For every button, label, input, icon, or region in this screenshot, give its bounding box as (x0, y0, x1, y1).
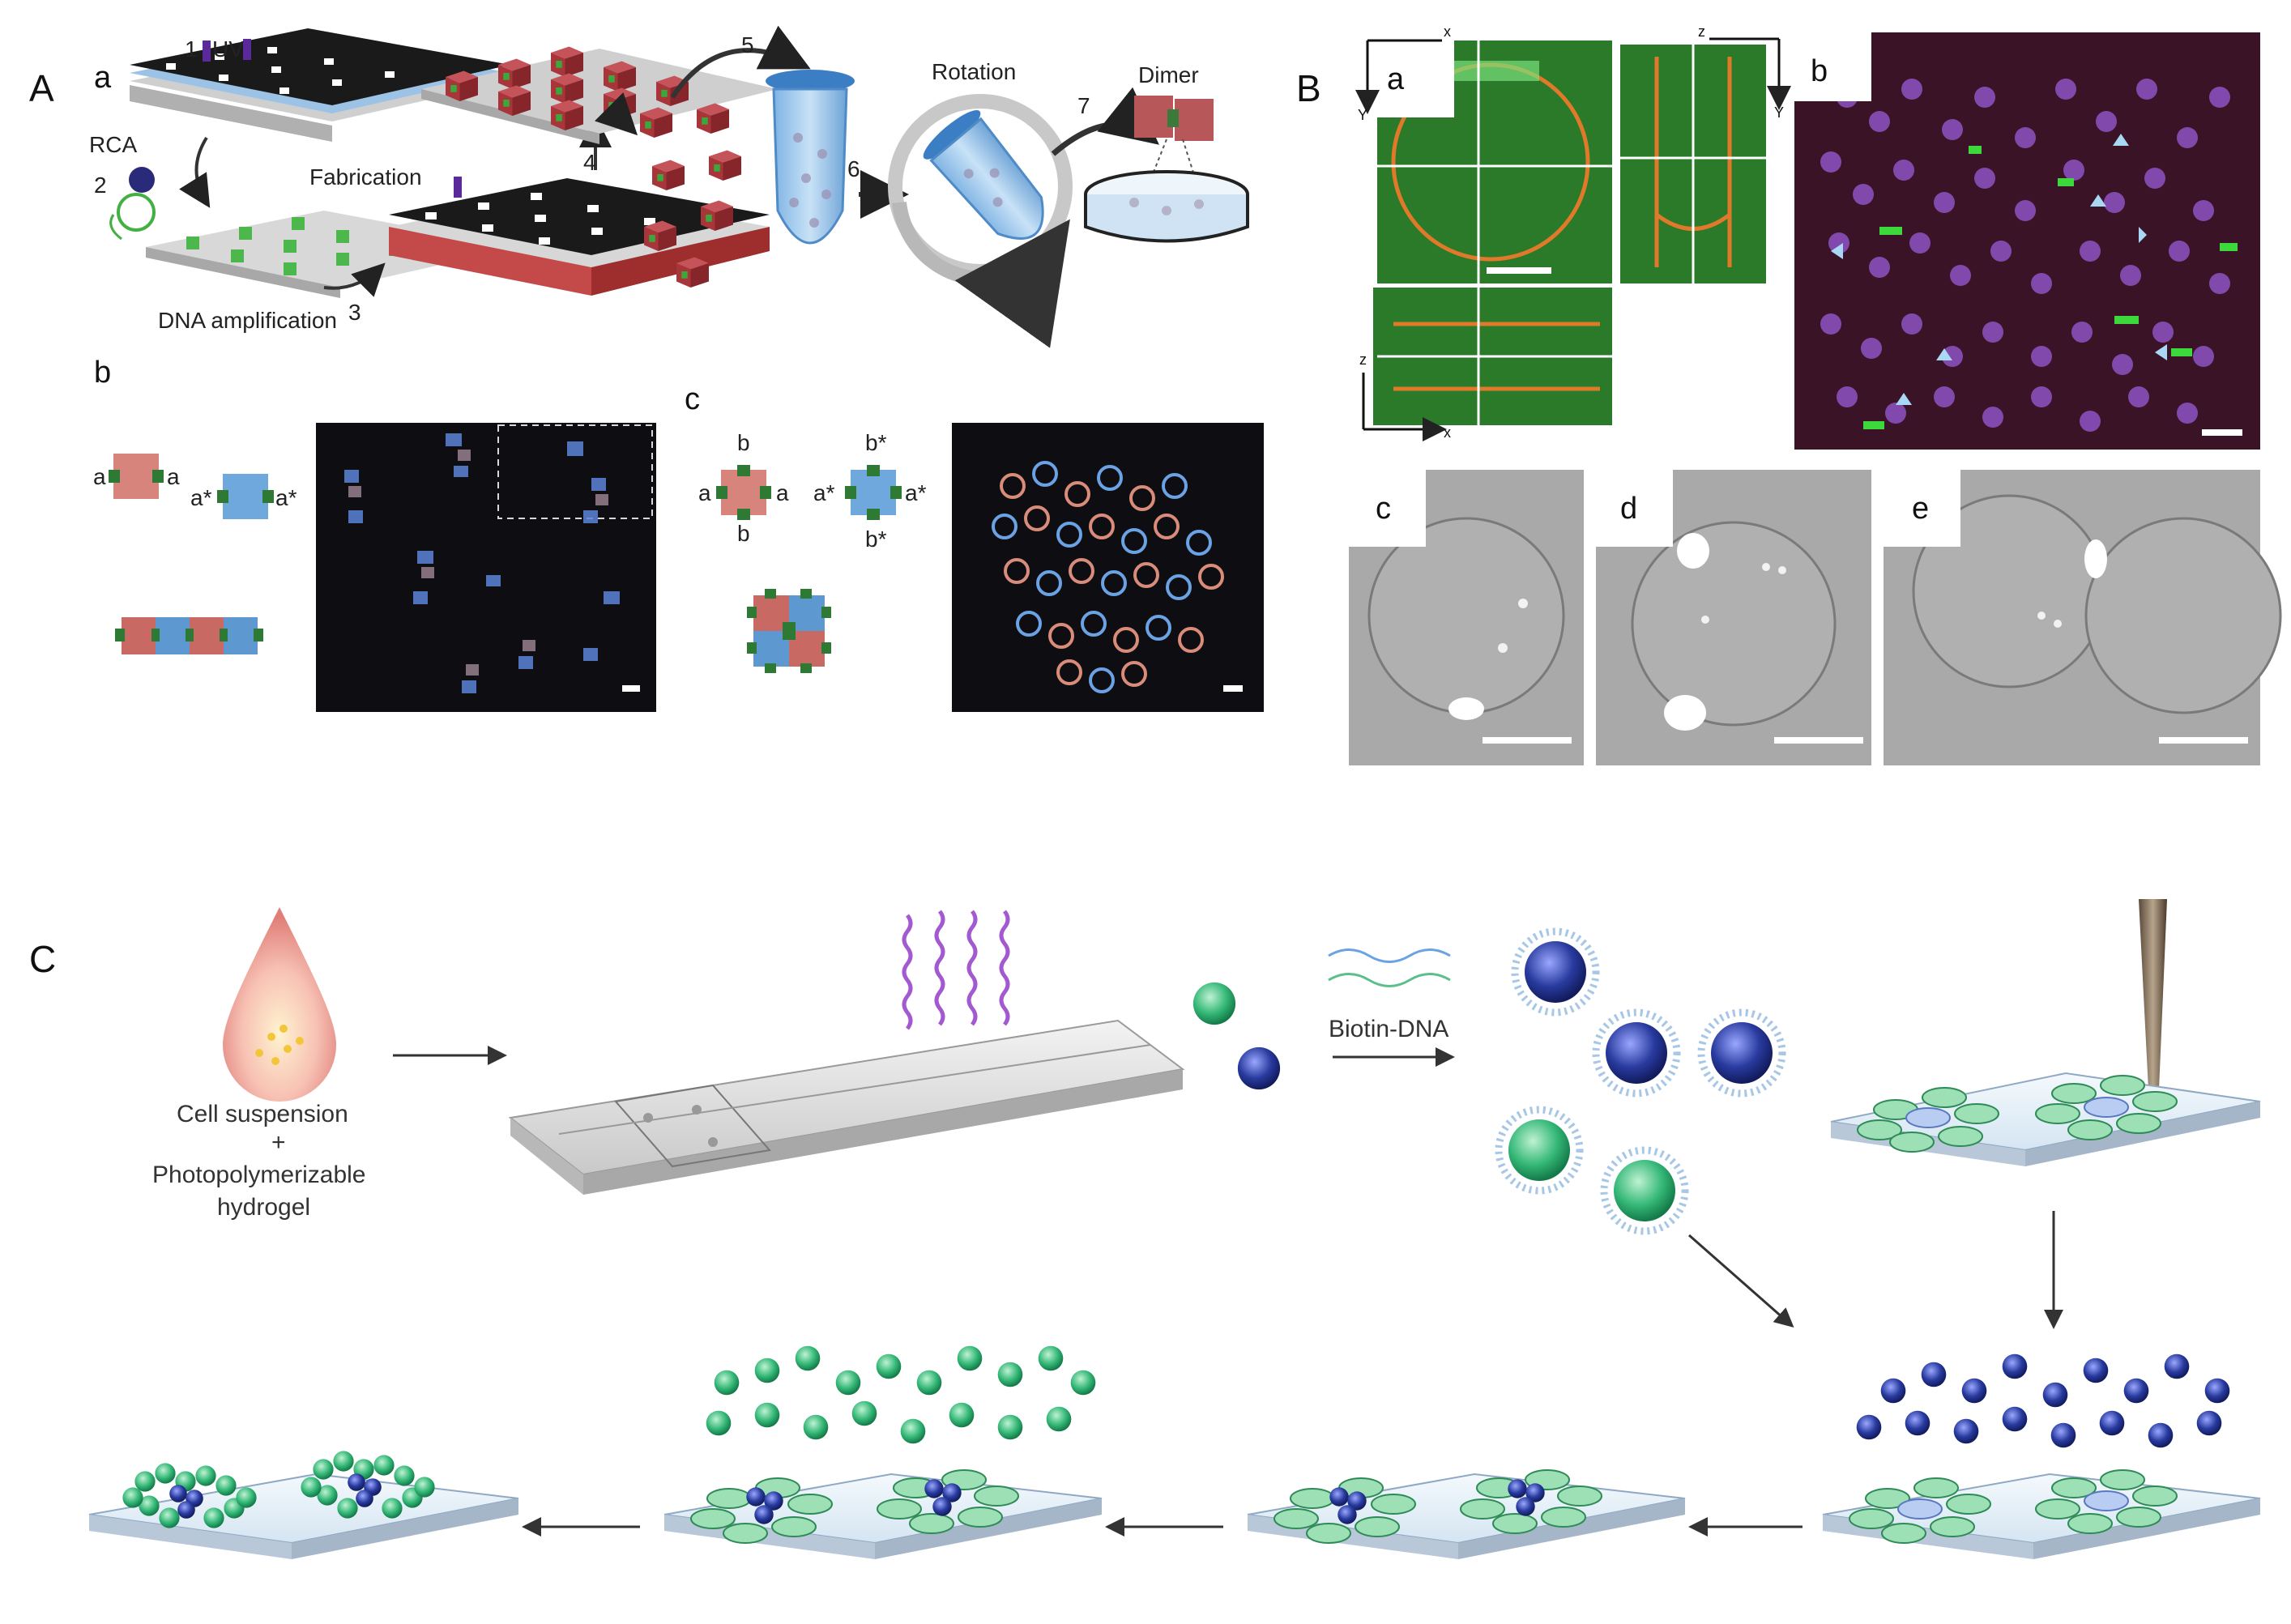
uv-exposure-mold: 1 UV (130, 28, 510, 142)
panel-b-sub-a-label: a (1387, 62, 1405, 96)
panel-b-sub-e-label: e (1912, 492, 1929, 526)
orthogonal-view-panel: a x Y z Y z x (1358, 23, 1784, 441)
panel-a-sub-c-label: c (685, 382, 700, 416)
step-5-arrow (670, 25, 811, 99)
step-6-label: 6 (847, 156, 860, 181)
uv-lamp-icon (203, 39, 251, 62)
panel-b-sub-c-label: c (1376, 492, 1391, 526)
uv-label: UV (212, 36, 244, 62)
brightfield-e: e (1884, 470, 2282, 765)
axis-y-label-right: Y (1774, 104, 1784, 121)
pattern-with-green-cells (663, 1345, 1103, 1559)
tube-icon (766, 70, 855, 245)
brightfield-d: d (1596, 470, 1871, 765)
c-b-top-label: b (737, 430, 750, 455)
printing-needle-slide (1830, 899, 2261, 1166)
dimer-icon (1134, 96, 1214, 191)
c-astar-right-label: a* (905, 480, 927, 505)
panel-b-label: B (1296, 67, 1321, 109)
photopolymerizable-label: Photopolymerizable (152, 1162, 365, 1188)
step-3-label: 3 (348, 300, 361, 325)
gel-filled-mold (389, 177, 770, 296)
a-cube-diagram: a a (93, 454, 180, 499)
petri-dish-icon (1084, 170, 1249, 243)
hydrogel-label: hydrogel (217, 1194, 310, 1221)
arrow-to-pattern (1688, 1234, 1794, 1328)
panel-b-sub-d-label: d (1620, 492, 1637, 526)
b-a-left-label: a (93, 464, 106, 489)
micrograph-a-b (316, 423, 656, 712)
brightfield-c: c (1349, 470, 1584, 765)
blue-cell-icon (1237, 1046, 1281, 1090)
panel-a-sub-a-label: a (94, 61, 112, 95)
abstar-cube-diagram: b* b* a* a* (813, 430, 927, 552)
rca-polymerase-icon: RCA 2 (89, 132, 156, 241)
panel-a-sub-b-label: b (94, 356, 111, 390)
dimer-label: Dimer (1138, 62, 1199, 87)
c-astar-left-label: a* (813, 480, 835, 505)
biotin-dna-label: Biotin-DNA (1329, 1016, 1448, 1042)
c-a-right-label: a (776, 480, 789, 505)
b-astar-right-label: a* (275, 485, 297, 510)
b-a-right-label: a (167, 464, 180, 489)
panel-b-sub-b-label: b (1811, 54, 1828, 88)
cell-suspension-drop-icon (223, 907, 336, 1102)
biotin-dna-strands-icon (1328, 948, 1451, 987)
panel-c-label: C (29, 938, 56, 980)
step-4-label: 4 (583, 150, 596, 175)
hydrogel-cube-array (421, 46, 778, 144)
step-1-to-2-arrow (179, 136, 211, 208)
panel-a: A a 1 UV RCA 2 (29, 25, 1264, 712)
axis-y-label-left: Y (1358, 107, 1367, 123)
rca-label: RCA (89, 132, 137, 157)
step-1-label: 1 (185, 36, 198, 62)
pattern-blue-captured (1247, 1469, 1686, 1559)
c-bstar-top-label: b* (865, 430, 887, 455)
axis-x-label-bottom: x (1444, 424, 1451, 441)
axis-z-label-right: z (1698, 23, 1705, 40)
microfluidic-chip (508, 1019, 1185, 1195)
step-3-arrow (323, 262, 386, 297)
panel-a-label: A (29, 67, 54, 109)
rotation-wheel-icon (888, 94, 1073, 348)
axis-z-label-bottom: z (1359, 352, 1367, 368)
c-bstar-bottom-label: b* (865, 526, 887, 552)
panel-b: B a x Y z Y z x (1296, 23, 2282, 765)
release-arrow (595, 92, 638, 136)
ab-cube-diagram: b b a a (698, 430, 789, 546)
c-a-left-label: a (698, 480, 711, 505)
rotation-label: Rotation (932, 59, 1016, 84)
step-5-label: 5 (741, 32, 754, 58)
step-2-label: 2 (94, 173, 107, 198)
final-coculture-pattern (88, 1451, 519, 1559)
astar-cube-diagram: a* a* (190, 474, 297, 519)
b-astar-left-label: a* (190, 485, 212, 510)
plus-label: + (271, 1129, 286, 1156)
fabrication-label: Fabrication (309, 164, 422, 190)
dna-coated-cells (1495, 927, 1786, 1235)
linear-chain-diagram (115, 617, 263, 654)
step-7-label: 7 (1077, 93, 1090, 118)
panel-c: C Cell suspension + Photopolymerizable h… (29, 899, 2261, 1559)
2x2-assembly-diagram (747, 589, 831, 673)
green-cell-icon (1192, 982, 1236, 1025)
fluorescence-field: b (1794, 32, 2260, 450)
c-b-bottom-label: b (737, 521, 750, 546)
cell-suspension-label: Cell suspension (177, 1101, 348, 1127)
micrograph-a-c (952, 423, 1264, 712)
pattern-with-blue-cells (1822, 1353, 2261, 1559)
uv-light-waves (902, 910, 1010, 1030)
dna-amplification-label: DNA amplification (158, 308, 337, 333)
axis-x-label-top: x (1444, 23, 1451, 40)
